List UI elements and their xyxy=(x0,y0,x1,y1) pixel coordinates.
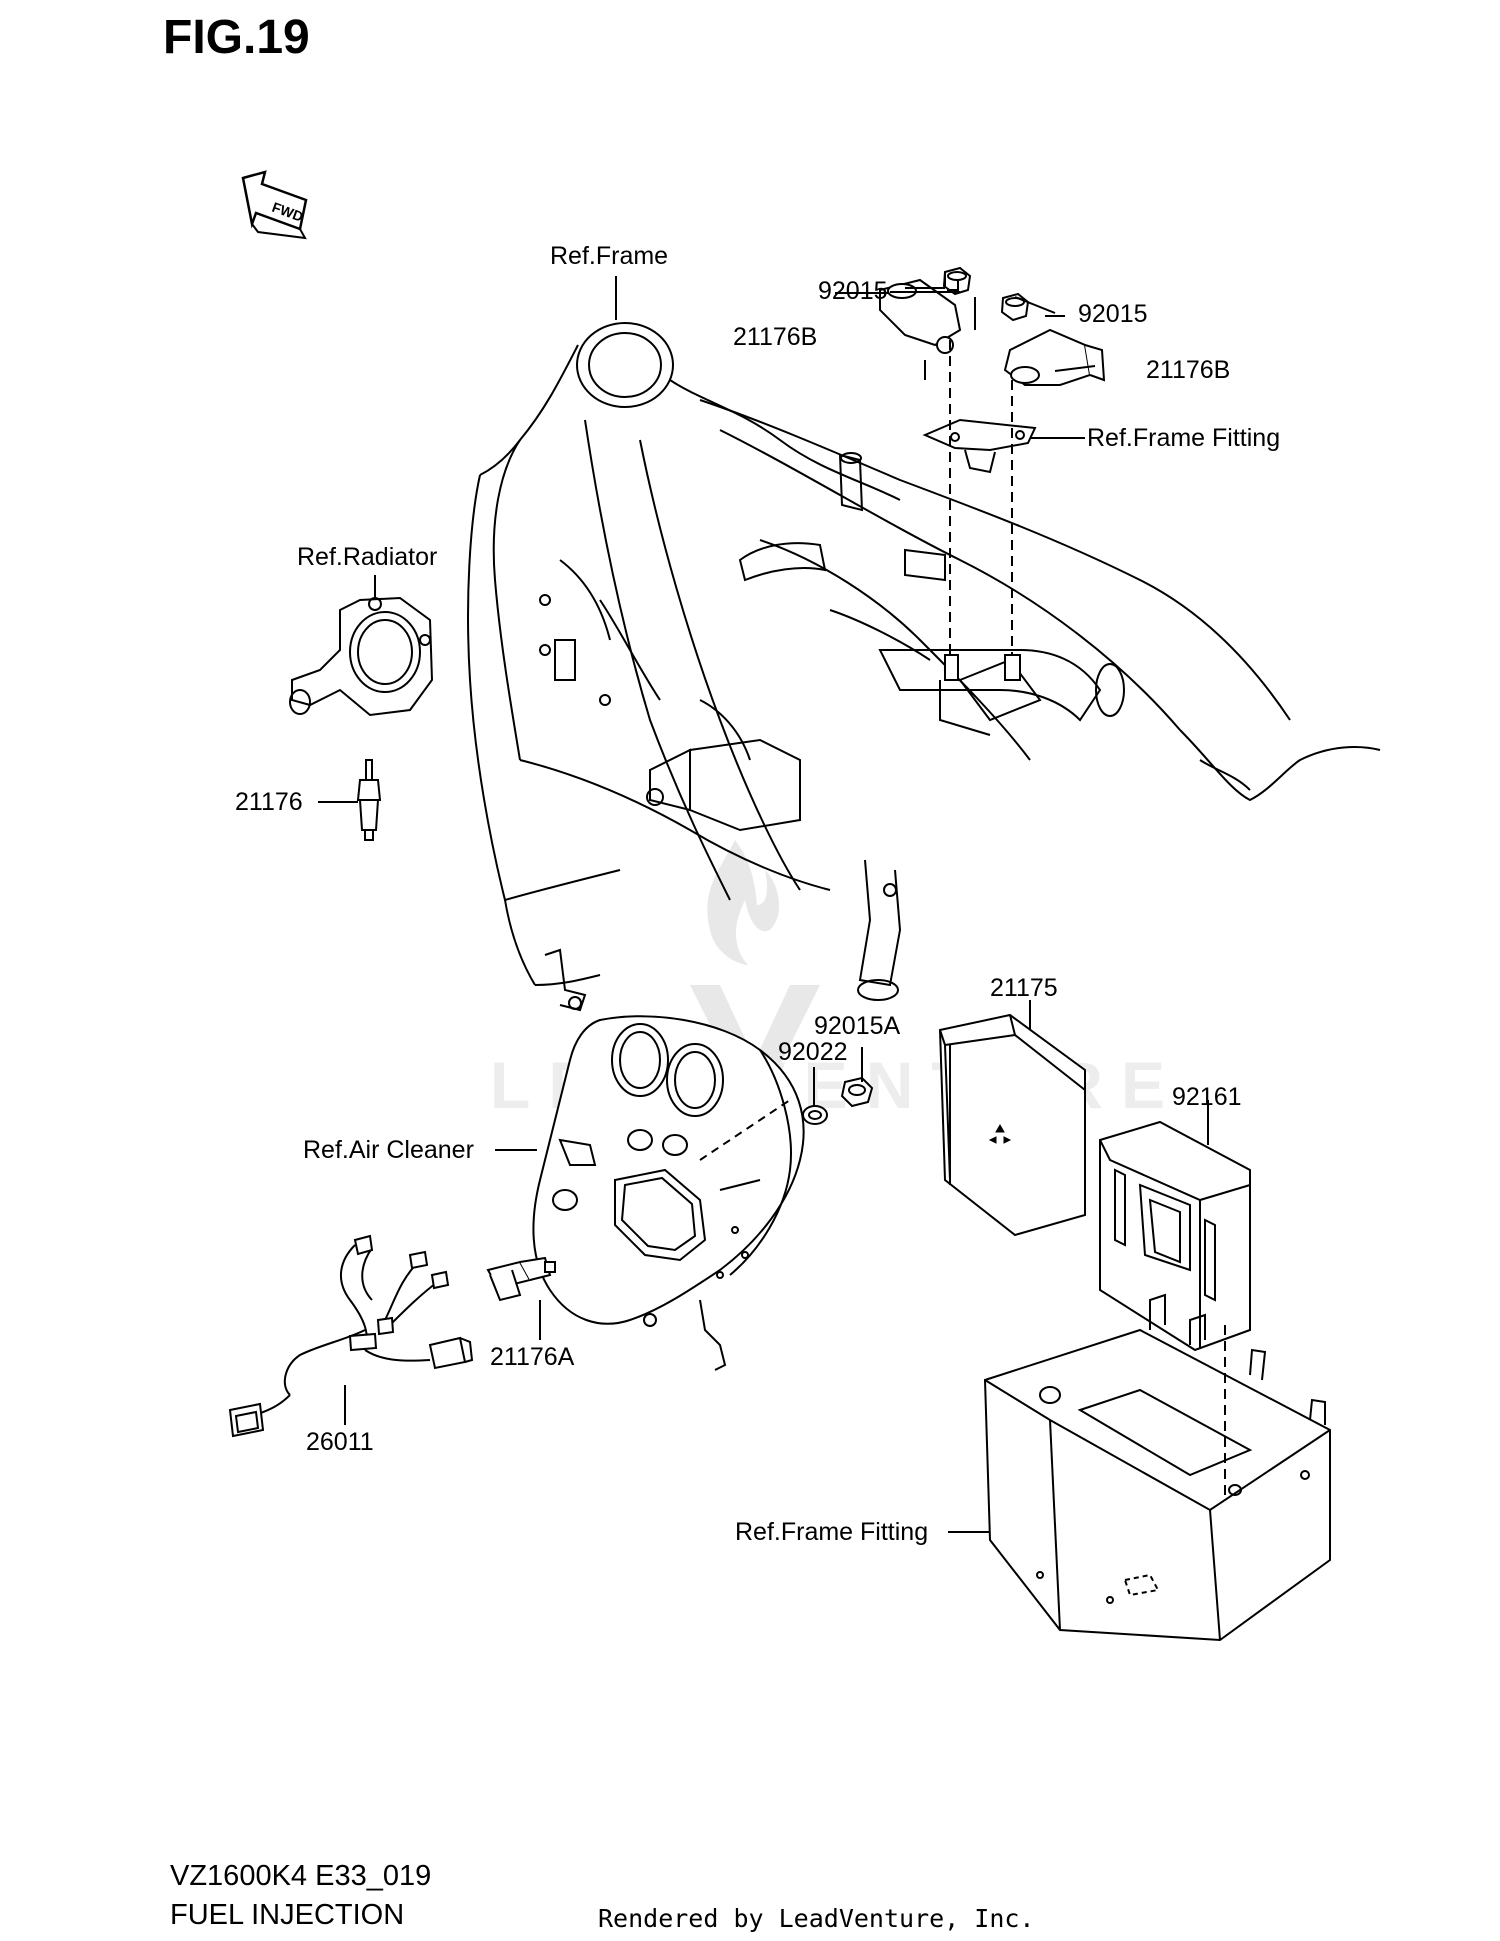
washer-92022-drawing xyxy=(802,1105,828,1125)
label-ref-frame-fitting-bottom: Ref.Frame Fitting xyxy=(735,1518,928,1546)
label-92015-left: 92015 xyxy=(818,277,888,305)
footer-assembly-name: FUEL INJECTION xyxy=(170,1899,405,1931)
frame-drawing xyxy=(467,322,1381,1012)
fwd-arrow-icon xyxy=(241,170,308,240)
label-21175: 21175 xyxy=(990,974,1058,1002)
label-92022: 92022 xyxy=(778,1038,848,1066)
label-92015A: 92015A xyxy=(814,1012,901,1040)
cover-92161-drawing xyxy=(1099,1120,1251,1352)
footer-model-code: VZ1600K4 E33_019 xyxy=(170,1860,432,1892)
label-92161: 92161 xyxy=(1172,1083,1242,1111)
air-cleaner-plate-drawing xyxy=(532,1015,805,1371)
label-21176A: 21176A xyxy=(490,1343,575,1371)
sensor-21176B-right-drawing xyxy=(1003,328,1106,386)
sensor-21176-drawing xyxy=(356,759,382,841)
footer-credit: Rendered by LeadVenture, Inc. xyxy=(598,1904,1035,1933)
nut-92015A-drawing xyxy=(840,1076,874,1108)
label-21176B-right: 21176B xyxy=(1146,356,1230,384)
watermark-logo xyxy=(690,840,820,1085)
ecu-21175-drawing xyxy=(938,1013,1086,1237)
label-ref-frame-fitting-top: Ref.Frame Fitting xyxy=(1087,424,1280,452)
bracket-frame-fitting-drawing xyxy=(922,340,1037,681)
label-ref-air-cleaner: Ref.Air Cleaner xyxy=(303,1136,474,1164)
radiator-housing-drawing xyxy=(289,596,434,717)
label-21176B-left: 21176B xyxy=(733,323,817,351)
leader-lines xyxy=(318,272,1209,1533)
label-ref-radiator: Ref.Radiator xyxy=(297,543,437,571)
wire-harness-26011-drawing xyxy=(228,1234,474,1438)
label-21176: 21176 xyxy=(235,788,303,816)
label-92015-right: 92015 xyxy=(1078,300,1148,328)
label-ref-frame: Ref.Frame xyxy=(550,242,668,270)
sensor-21176B-left-drawing xyxy=(879,278,962,380)
sensor-21176A-drawing xyxy=(486,1256,556,1302)
label-26011: 26011 xyxy=(306,1428,374,1456)
tray-frame-fitting-drawing xyxy=(983,1293,1331,1642)
figure-title: FIG.19 xyxy=(163,11,310,64)
